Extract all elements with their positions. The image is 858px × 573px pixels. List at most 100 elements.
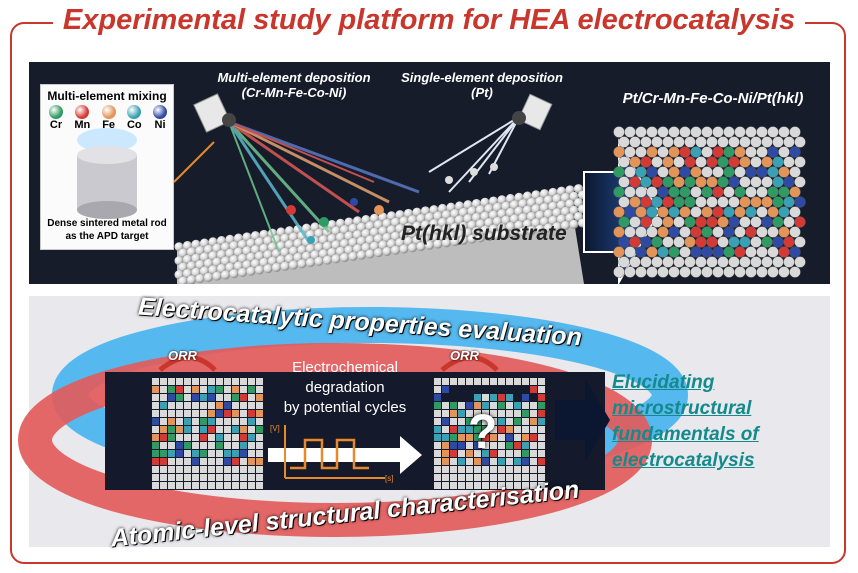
substrate-atom bbox=[514, 220, 524, 230]
element-ball-icon bbox=[49, 105, 63, 119]
substrate-atom bbox=[361, 215, 371, 225]
grid-cell bbox=[498, 386, 505, 393]
element-ni: Ni bbox=[153, 105, 167, 131]
rod-caption: Dense sintered metal rod as the APD targ… bbox=[47, 218, 167, 242]
element-symbol: Cr bbox=[49, 119, 63, 131]
grid-cell bbox=[224, 442, 231, 449]
grid-cell bbox=[232, 386, 239, 393]
grid-cell bbox=[538, 410, 545, 417]
substrate-atom bbox=[523, 205, 532, 215]
substrate-atom bbox=[557, 200, 566, 210]
grid-cell bbox=[474, 450, 481, 457]
grid-cell bbox=[514, 458, 521, 465]
grid-cell bbox=[176, 442, 183, 449]
substrate-atom bbox=[280, 233, 290, 243]
grid-cell bbox=[248, 450, 255, 457]
substrate-atom bbox=[497, 223, 507, 233]
grid-cell bbox=[482, 410, 489, 417]
substrate-atom bbox=[327, 219, 337, 229]
substrate-atom bbox=[442, 224, 451, 234]
substrate-atom bbox=[229, 255, 239, 265]
grid-cell bbox=[192, 402, 199, 409]
substrate-atom bbox=[442, 210, 451, 220]
grid-cell bbox=[256, 386, 263, 393]
multi-deposition-gun-icon bbox=[193, 93, 236, 133]
grid-cell bbox=[232, 474, 239, 481]
substrate-atom bbox=[433, 239, 443, 249]
grid-cell bbox=[192, 394, 199, 401]
substrate-atom bbox=[344, 245, 354, 255]
grid-cell bbox=[538, 434, 545, 441]
grid-cell bbox=[482, 442, 489, 449]
substrate-atom bbox=[404, 208, 413, 218]
substrate-atom bbox=[306, 244, 315, 254]
substrate-atom bbox=[510, 228, 519, 238]
grid-cell bbox=[240, 394, 247, 401]
grid-cell bbox=[160, 402, 167, 409]
grid-cell bbox=[152, 474, 159, 481]
substrate-atom bbox=[200, 266, 209, 276]
substrate-atom bbox=[306, 258, 315, 268]
substrate-atom bbox=[331, 240, 341, 250]
substrate-atom bbox=[361, 243, 371, 253]
element-ball-icon bbox=[127, 105, 142, 119]
substrate-atom bbox=[459, 235, 468, 245]
grid-cell bbox=[192, 458, 199, 465]
substrate-atom bbox=[561, 207, 570, 217]
substrate-atom bbox=[531, 190, 541, 200]
grid-cell bbox=[176, 386, 183, 393]
substrate-atom bbox=[297, 245, 307, 255]
substrate-atom bbox=[391, 231, 400, 241]
substrate-atom bbox=[387, 239, 396, 249]
substrate-atom bbox=[408, 229, 417, 239]
grid-cell bbox=[176, 378, 183, 385]
grid-cell bbox=[466, 474, 473, 481]
substrate-atom bbox=[438, 217, 447, 227]
grid-cell bbox=[482, 386, 489, 393]
grid-cell bbox=[434, 394, 441, 401]
grid-cell bbox=[200, 450, 207, 457]
grid-cell bbox=[224, 402, 231, 409]
grid-cell bbox=[240, 386, 247, 393]
grid-cell bbox=[200, 386, 207, 393]
substrate-atom bbox=[569, 191, 579, 201]
grid-cell bbox=[498, 418, 505, 425]
grid-cell bbox=[522, 378, 529, 385]
grid-cell bbox=[184, 474, 191, 481]
substrate-atom bbox=[259, 257, 269, 267]
element-ball-icon bbox=[101, 105, 116, 119]
grid-cell bbox=[506, 474, 513, 481]
substrate-atom bbox=[174, 242, 184, 252]
connector-line bbox=[173, 141, 215, 183]
substrate-atom bbox=[421, 206, 430, 216]
grid-cell bbox=[474, 410, 481, 417]
substrate-atom bbox=[493, 202, 502, 212]
grid-cell bbox=[232, 418, 239, 425]
substrate-atom bbox=[310, 222, 320, 232]
grid-cell bbox=[240, 434, 247, 441]
grid-cell bbox=[530, 386, 537, 393]
grid-cell bbox=[450, 458, 457, 465]
substrate-atom bbox=[518, 213, 528, 223]
grid-cell bbox=[538, 386, 545, 393]
substrate-atom bbox=[569, 219, 579, 229]
substrate-atom bbox=[433, 211, 443, 221]
substrate-atom bbox=[331, 254, 341, 264]
grid-cell bbox=[522, 418, 529, 425]
top-panel: Multi-element deposition (Cr-Mn-Fe-Co-Ni… bbox=[29, 62, 830, 284]
substrate-atom bbox=[285, 226, 294, 236]
substrate-atom bbox=[399, 244, 409, 254]
page-title: Experimental study platform for HEA elec… bbox=[0, 4, 858, 37]
substrate-atom bbox=[552, 222, 562, 232]
grid-cell bbox=[168, 474, 175, 481]
substrate-atom bbox=[336, 246, 345, 256]
grid-cell bbox=[530, 450, 537, 457]
grid-cell bbox=[514, 450, 521, 457]
grid-cell bbox=[152, 426, 159, 433]
grid-cell bbox=[474, 482, 481, 489]
grid-cell bbox=[192, 434, 199, 441]
grid-cell bbox=[442, 418, 449, 425]
substrate-atom bbox=[365, 235, 375, 245]
substrate-atom bbox=[314, 256, 324, 266]
grid-cell bbox=[474, 402, 481, 409]
